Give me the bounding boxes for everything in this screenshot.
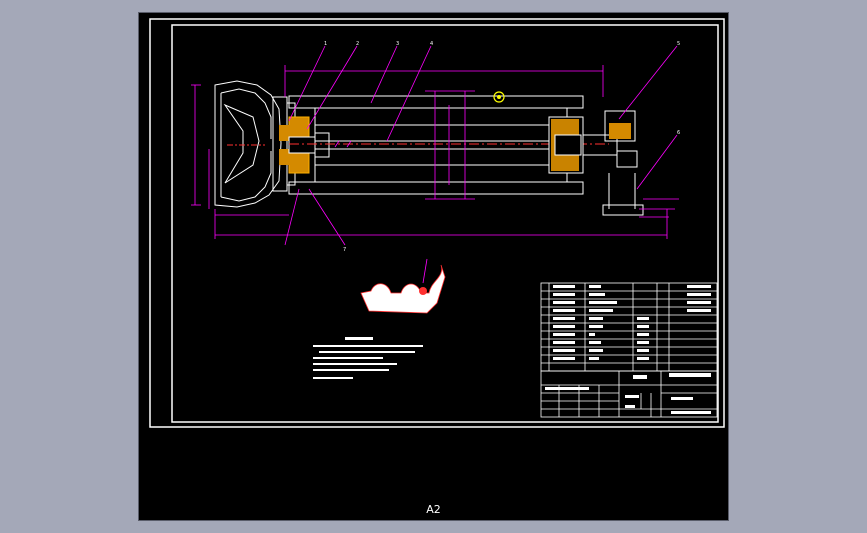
title-block <box>540 370 718 418</box>
sheet-size-label: A2 <box>426 503 441 516</box>
balloon-4: 4 <box>430 41 433 47</box>
inner-frame <box>171 24 719 423</box>
balloon-7: 7 <box>343 247 346 253</box>
balloon-6: 6 <box>677 130 680 136</box>
parts-list-text <box>553 285 711 360</box>
left-bearing-housing <box>279 116 330 174</box>
parts-list <box>540 282 718 372</box>
balloon-1: 1 <box>324 41 327 47</box>
outer-frame <box>149 18 725 428</box>
inner-dimension-lines <box>334 90 475 200</box>
balloon-2: 2 <box>356 41 359 47</box>
reference-marker <box>493 91 505 103</box>
title-block-text <box>545 373 711 414</box>
balloon-3: 3 <box>396 41 399 47</box>
leader-lines <box>284 45 678 246</box>
balloon-5: 5 <box>677 41 680 47</box>
right-bearing-housing <box>548 110 644 216</box>
technical-notes <box>313 337 423 379</box>
left-drive-unit <box>214 80 296 208</box>
cad-viewport[interactable]: 1 2 3 4 5 6 7 <box>138 12 729 521</box>
roller-assembly: 1 2 3 4 5 6 7 <box>191 41 680 253</box>
detail-view <box>360 258 446 314</box>
assembly-drawing: 1 2 3 4 5 6 7 <box>149 18 725 428</box>
balloon-callouts: 1 2 3 4 5 6 7 <box>324 41 680 253</box>
overall-dimensions <box>191 65 679 239</box>
